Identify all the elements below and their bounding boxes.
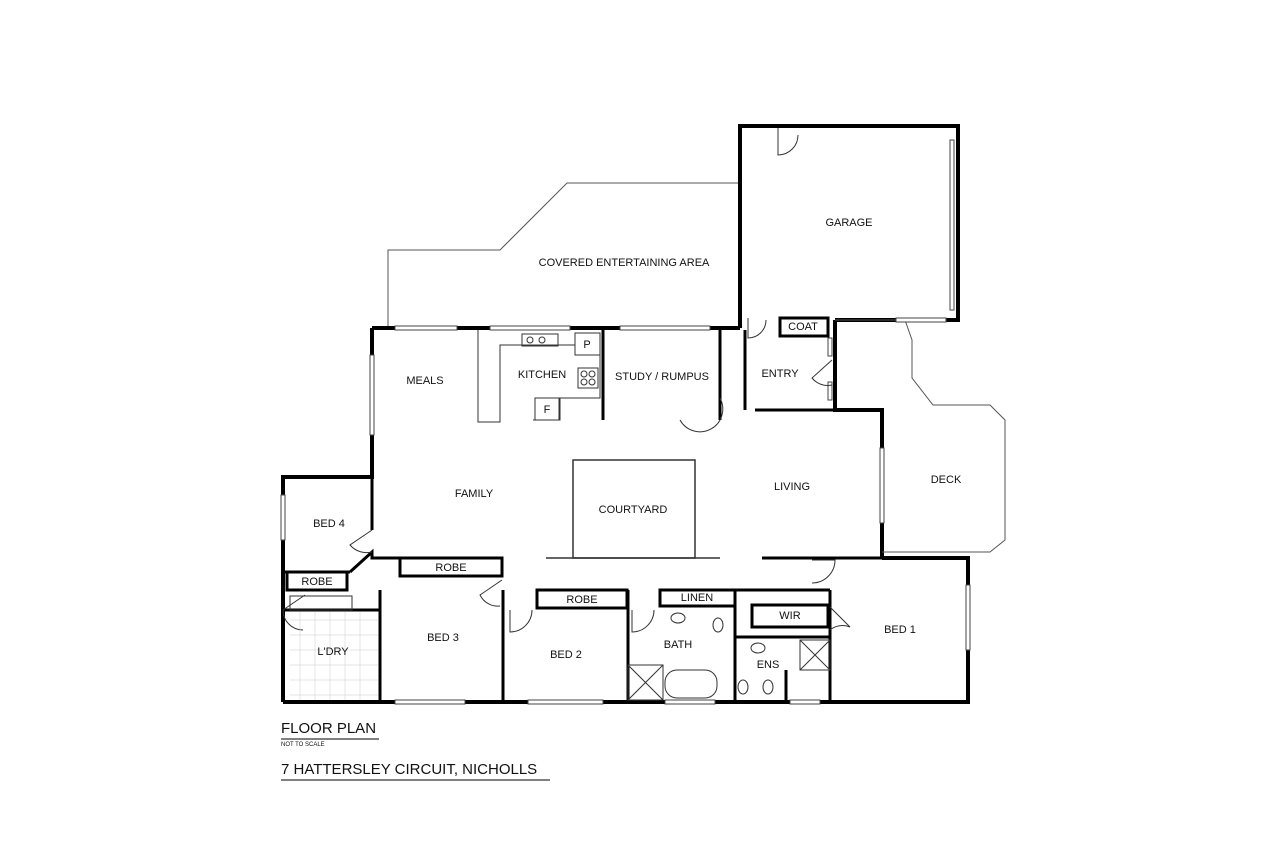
label-study-rumpus: STUDY / RUMPUS [615, 371, 709, 383]
label-robe-bed2: ROBE [566, 594, 597, 606]
caption: FLOOR PLAN NOT TO SCALE 7 HATTERSLEY CIR… [281, 720, 550, 781]
kitchen-benches [477, 330, 601, 423]
label-meals: MEALS [406, 375, 443, 387]
plan-subtitle: NOT TO SCALE [281, 742, 325, 748]
plan-title: FLOOR PLAN [281, 720, 376, 737]
room-labels: GARAGE COVERED ENTERTAINING AREA COAT ME… [301, 217, 962, 671]
label-garage: GARAGE [825, 217, 872, 229]
exterior-walls [281, 124, 970, 704]
courtyard-outline [546, 459, 720, 559]
label-bed3: BED 3 [427, 632, 459, 644]
label-robe-bed4: ROBE [301, 576, 332, 588]
label-covered-entertaining: COVERED ENTERTAINING AREA [539, 257, 710, 269]
doors [282, 128, 851, 633]
label-bed4: BED 4 [313, 518, 345, 530]
label-courtyard: COURTYARD [599, 504, 668, 516]
label-living: LIVING [774, 481, 810, 493]
label-bed1: BED 1 [884, 624, 916, 636]
label-bed2: BED 2 [550, 649, 582, 661]
label-laundry: L'DRY [317, 646, 349, 658]
label-robe-bed3: ROBE [435, 562, 466, 574]
label-entry: ENTRY [761, 368, 799, 380]
label-fridge: F [544, 404, 551, 416]
property-address: 7 HATTERSLEY CIRCUIT, NICHOLLS [281, 761, 537, 778]
label-deck: DECK [931, 474, 962, 486]
covered-area-outline [387, 182, 740, 328]
label-family: FAMILY [455, 488, 494, 500]
windows [280, 139, 971, 705]
label-ens: ENS [757, 659, 780, 671]
label-bath: BATH [664, 639, 693, 651]
bathroom-fixtures [289, 595, 831, 701]
label-pantry: P [583, 339, 590, 351]
deck-outline [835, 319, 1006, 553]
label-kitchen: KITCHEN [518, 369, 566, 381]
label-wir: WIR [779, 610, 800, 622]
label-linen: LINEN [681, 592, 713, 604]
label-coat: COAT [788, 321, 818, 333]
laundry-tiles [290, 612, 378, 700]
